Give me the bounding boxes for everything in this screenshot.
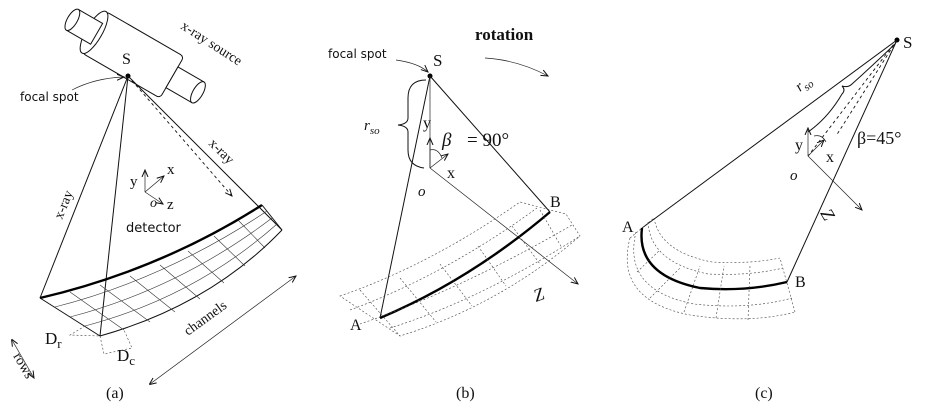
rows-label: rows <box>10 351 37 382</box>
rso-label-c: rso <box>792 72 817 97</box>
origin-o-label-b: o <box>418 184 426 200</box>
beta-label-c: β=45° <box>857 128 902 148</box>
axis-y-label-b: y <box>423 115 431 132</box>
rotation-arrow <box>484 57 548 76</box>
axis-Z-b <box>429 167 578 284</box>
ray-dashed <box>127 75 232 196</box>
beta-symbol-b: β <box>441 130 452 151</box>
focal-spot-label-b: focal spot <box>328 47 387 61</box>
panel-a: x-ray source S focal spot x-ray x-ray y … <box>10 8 296 402</box>
caption-a: (a) <box>106 385 124 402</box>
rso-brace-c <box>807 43 896 133</box>
axis-y-label-c: y <box>795 137 803 154</box>
axis-S-o-c <box>807 39 898 157</box>
point-A-label-b: A <box>350 317 362 334</box>
point-B-label-c: B <box>795 274 806 291</box>
ray-center <box>99 75 129 337</box>
caption-b: (b) <box>456 385 475 402</box>
focal-spot-label: focal spot <box>20 90 79 104</box>
rso-brace <box>397 79 427 169</box>
channels-label: channels <box>182 298 230 339</box>
detector-dashed-b <box>339 201 581 337</box>
ray-SA-c <box>641 39 898 229</box>
channels-arrow <box>150 276 296 384</box>
axis-x-c <box>807 140 824 157</box>
beta-arc-c <box>813 135 827 143</box>
ray-SB-c <box>786 39 898 283</box>
xray-left-label: x-ray <box>52 188 77 221</box>
xray-right-label: x-ray <box>205 136 236 167</box>
xray-source-label: x-ray source <box>178 19 245 69</box>
ray-left <box>39 75 129 299</box>
point-A-label-c: A <box>622 219 634 236</box>
origin-o-label-c: o <box>790 168 798 184</box>
axis-Z-c <box>807 155 862 210</box>
detector-label: detector <box>126 221 182 236</box>
axes-a <box>145 170 164 204</box>
axis-x-label-c: x <box>826 149 834 166</box>
xray-source-tube-icon <box>64 8 206 104</box>
beta-arc-b <box>429 149 443 159</box>
origin-o-label-a: o <box>150 196 157 211</box>
axis-x-label-a: x <box>167 162 175 178</box>
axis-S-o-c2 <box>835 39 898 137</box>
source-S-label-b: S <box>433 51 442 70</box>
panel-c: S rso y x β=45° o Z <box>622 33 912 402</box>
axis-Z-label-c: Z <box>817 205 840 225</box>
point-B-label-b: B <box>550 194 561 211</box>
rso-label-b: rso <box>364 118 380 137</box>
axis-y-label-a: y <box>130 174 138 190</box>
source-S-label-c: S <box>903 33 912 52</box>
Dr-label: Dr <box>45 329 62 351</box>
axis-z-label-a: z <box>167 197 174 213</box>
detector-dashed-c <box>626 217 796 321</box>
ray-SA <box>379 75 431 319</box>
source-S-label: S <box>122 51 131 68</box>
caption-c: (c) <box>755 385 773 402</box>
axis-x-label-b: x <box>447 165 455 182</box>
Dc-label: Dc <box>117 346 135 368</box>
rows-arrow <box>12 340 34 378</box>
ray-right <box>127 75 283 231</box>
beta-value-b: = 90° <box>467 130 509 151</box>
rotation-label: rotation <box>475 25 534 44</box>
axis-x-b <box>429 154 448 169</box>
axis-Z-label-b: Z <box>531 283 548 306</box>
ray-SB <box>429 75 551 213</box>
panel-b: focal spot S rotation rso y β = 90° x o <box>328 25 581 402</box>
focal-spot-pointer-b <box>395 59 428 72</box>
focal-spot-pointer <box>71 77 124 91</box>
